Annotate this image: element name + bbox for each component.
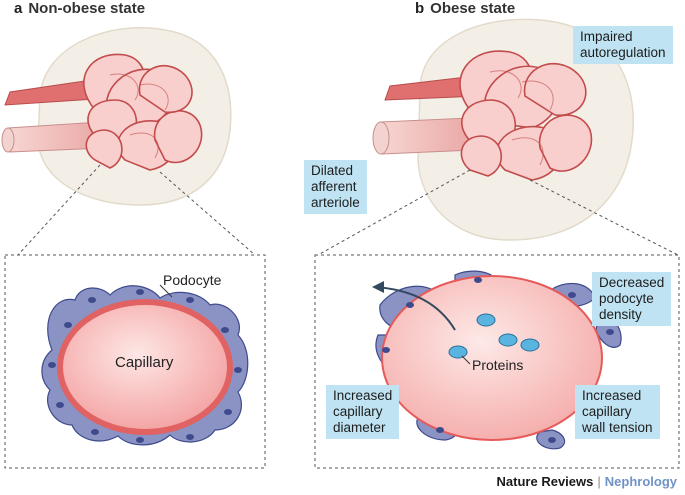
zoom-lines-a (17, 164, 256, 256)
zoom-box-b (314, 254, 680, 469)
capillary-tuft-a (83, 53, 203, 171)
podocyte-nuclei-a (48, 289, 242, 443)
glomerulus-b (372, 18, 634, 241)
zoom-box-a (4, 254, 266, 469)
callout-dilated-afferent-arteriole: Dilated afferent arteriole (304, 160, 367, 214)
capillary-lumen-b (381, 275, 603, 441)
proteins-label: Proteins (472, 357, 524, 373)
afferent-arteriole-b (379, 117, 475, 155)
callout-decreased-podocyte-density: Decreased podocyte density (592, 272, 672, 326)
protein-particles (448, 313, 540, 359)
panel-b-title: b Obese state (415, 0, 515, 17)
callout-increased-capillary-diameter: Increased capillary diameter (326, 385, 400, 439)
footer-journal: Nephrology (604, 474, 677, 489)
footer-brand: Nature Reviews (496, 474, 594, 489)
zoom-lines-b (317, 169, 679, 256)
footer-separator: | (597, 474, 601, 489)
capillary-tuft-b (459, 50, 593, 181)
callout-increased-wall-tension: Increased capillary wall tension (575, 385, 660, 439)
panel-a-title: a Non-obese state (14, 0, 145, 17)
capillary-label: Capillary (115, 354, 174, 371)
journal-credit: Nature Reviews|Nephrology (497, 474, 677, 489)
panel-a-letter: a (14, 0, 23, 17)
protein-leak-arrow (374, 286, 456, 331)
panel-a-name: Non-obese state (28, 0, 146, 17)
glomerulus-a (1, 27, 232, 206)
callout-impaired-autoregulation: Impaired autoregulation (573, 26, 673, 64)
podocyte-label: Podocyte (163, 272, 222, 288)
panel-b-letter: b (415, 0, 425, 17)
capillary-a (41, 284, 249, 446)
capillary-lumen-a (63, 305, 227, 429)
panel-b-name: Obese state (430, 0, 516, 17)
